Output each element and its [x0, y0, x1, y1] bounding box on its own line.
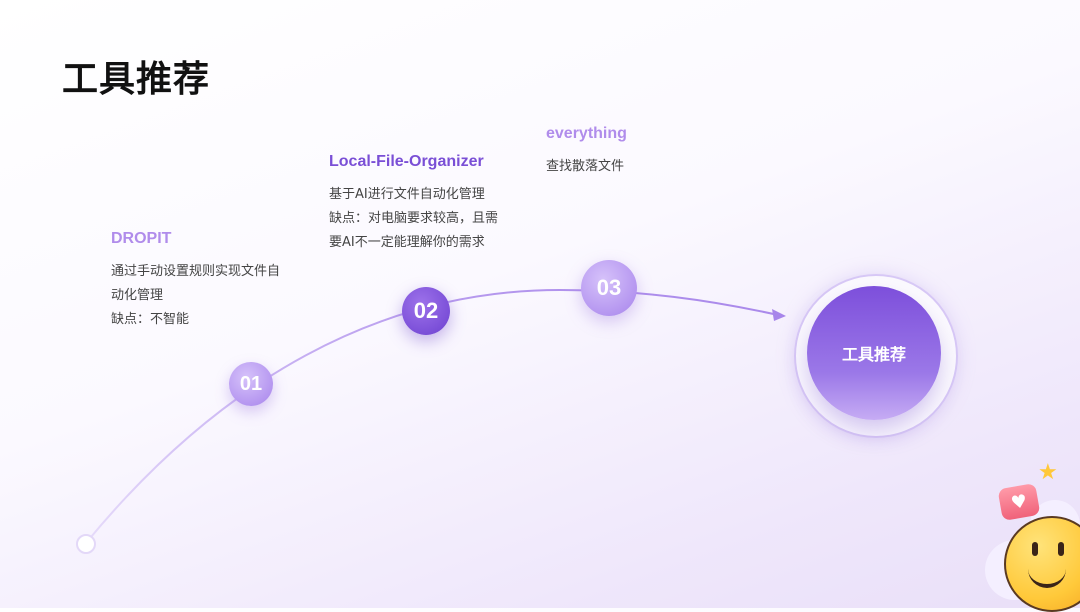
page-title: 工具推荐: [62, 59, 211, 100]
description-line: 查找散落文件: [546, 159, 625, 174]
step-03-marker: 03: [581, 260, 637, 316]
timeline-path: [85, 288, 779, 544]
step-02-marker: 02: [402, 287, 450, 335]
smiley-eye: [1058, 542, 1064, 556]
tool-everything: everything 查找散落文件: [546, 125, 736, 179]
timeline-start-dot: [76, 534, 96, 554]
tool-dropit: DROPIT 通过手动设置规则实现文件自 动化管理 缺点：不智能: [111, 230, 301, 332]
description-line: 缺点：不智能: [111, 312, 190, 327]
description-line: 通过手动设置规则实现文件自: [111, 264, 281, 279]
description-line: 要AI不一定能理解你的需求: [329, 235, 485, 250]
tool-description: 基于AI进行文件自动化管理 缺点：对电脑要求较高，且需 要AI不一定能理解你的需…: [329, 183, 519, 255]
tool-description: 查找散落文件: [546, 155, 736, 179]
heart-icon: ♥: [997, 482, 1041, 522]
tool-description: 通过手动设置规则实现文件自 动化管理 缺点：不智能: [111, 260, 301, 332]
timeline-arrowhead: [772, 309, 786, 321]
tool-name: Local-File-Organizer: [329, 153, 484, 170]
smiley-eye: [1032, 542, 1038, 556]
step-01-marker: 01: [229, 362, 273, 406]
tool-local-file-organizer: Local-File-Organizer 基于AI进行文件自动化管理 缺点：对电…: [329, 153, 519, 255]
smiley-mouth: [1028, 566, 1066, 588]
description-line: 动化管理: [111, 288, 164, 303]
tool-name: DROPIT: [111, 230, 172, 247]
description-line: 基于AI进行文件自动化管理: [329, 187, 485, 202]
hub-circle: 工具推荐: [807, 286, 941, 420]
description-line: 缺点：对电脑要求较高，且需: [329, 211, 499, 226]
tool-name: everything: [546, 125, 627, 142]
star-icon: ★: [1038, 460, 1058, 485]
